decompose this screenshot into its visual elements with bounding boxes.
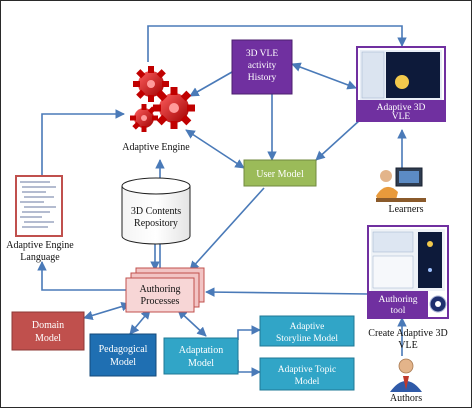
authoring-tool-label-line2: tool [391, 306, 406, 316]
connector-authoring-domain [83, 301, 131, 321]
authoring-processes-label-line2: Processes [141, 296, 180, 307]
authoring-tool-label-line1: Authoring [378, 295, 417, 305]
connector-history-to-engine [189, 71, 233, 97]
adaptive-vle-label-line1: Adaptive 3D [377, 103, 426, 113]
storyline-model-node: Adaptive Storyline Model [259, 315, 355, 347]
adaptation-model-label-line2: Model [188, 358, 214, 369]
domain-model-label-line2: Model [35, 333, 61, 344]
adaptation-model-label-line1: Adaptation [179, 345, 223, 356]
vle-history-label-line3: History [248, 73, 277, 83]
connector-engine-to-vle-top [147, 25, 407, 62]
adaptive-engine-label: Adaptive Engine [122, 142, 190, 153]
connector-language-to-engine [41, 109, 125, 176]
storyline-model-label-line2: Storyline Model [276, 334, 338, 344]
create-vle-label-line1: Create Adaptive 3D [368, 328, 447, 339]
vle-history-label-line1: 3D VLE [246, 49, 278, 59]
topic-model-label-line1: Adaptive Topic [278, 365, 337, 375]
connector-adaptation-topic [237, 360, 261, 377]
adaptation-model-node: Adaptation Model [163, 337, 239, 375]
engine-language-node [15, 175, 63, 237]
connector-usermodel-to-authoring [189, 187, 265, 271]
topic-model-label-line2: Model [295, 377, 320, 387]
adaptive-vle-node: Adaptive 3D VLE [356, 46, 446, 122]
connector-authoring-adaptation [177, 309, 207, 337]
domain-model-label-line1: Domain [32, 320, 64, 331]
user-model-node: User Model [243, 159, 317, 187]
domain-model-node: Domain Model [11, 311, 85, 351]
create-vle-label-line2: VLE [398, 340, 417, 351]
user-model-label: User Model [256, 169, 304, 180]
authoring-processes-node: Authoring Processes [125, 267, 205, 313]
pedagogical-model-node: Pedagogical Model [89, 333, 157, 377]
connector-history-vle [291, 62, 357, 90]
database-cylinder-icon [121, 177, 191, 245]
connector-vle-to-usermodel [315, 119, 361, 161]
authoring-tool-node: Authoring tool [367, 225, 449, 319]
pedagogical-model-label-line1: Pedagogical [99, 344, 148, 355]
connector-adaptation-storyline [237, 325, 261, 340]
vle-history-label-line2: activity [248, 61, 277, 71]
learners-label: Learners [389, 204, 424, 215]
connector-engine-usermodel [185, 129, 245, 169]
contents-repo-label-line1: 3D Contents [131, 206, 181, 217]
gears-icon [130, 66, 195, 132]
topic-model-node: Adaptive Topic Model [259, 357, 355, 391]
connector-authoring-to-language [37, 261, 126, 291]
vle-history-node: 3D VLE activity History [231, 39, 293, 95]
contents-repo-label-line2: Repository [134, 218, 178, 229]
pedagogical-model-label-line2: Model [110, 357, 136, 368]
connector-tool-to-authoring [205, 287, 369, 297]
learner-at-computer-icon [376, 167, 426, 202]
adaptive-vle-label-line2: VLE [392, 112, 411, 122]
storyline-model-label-line1: Adaptive [290, 322, 325, 332]
engine-language-label-line1: Adaptive Engine [6, 240, 74, 251]
author-person-icon [390, 358, 422, 392]
connector-authoring-pedagogical [129, 309, 151, 335]
engine-language-label-line2: Language [20, 252, 60, 263]
authors-label: Authors [390, 393, 422, 404]
authoring-processes-label-line1: Authoring [139, 284, 180, 295]
